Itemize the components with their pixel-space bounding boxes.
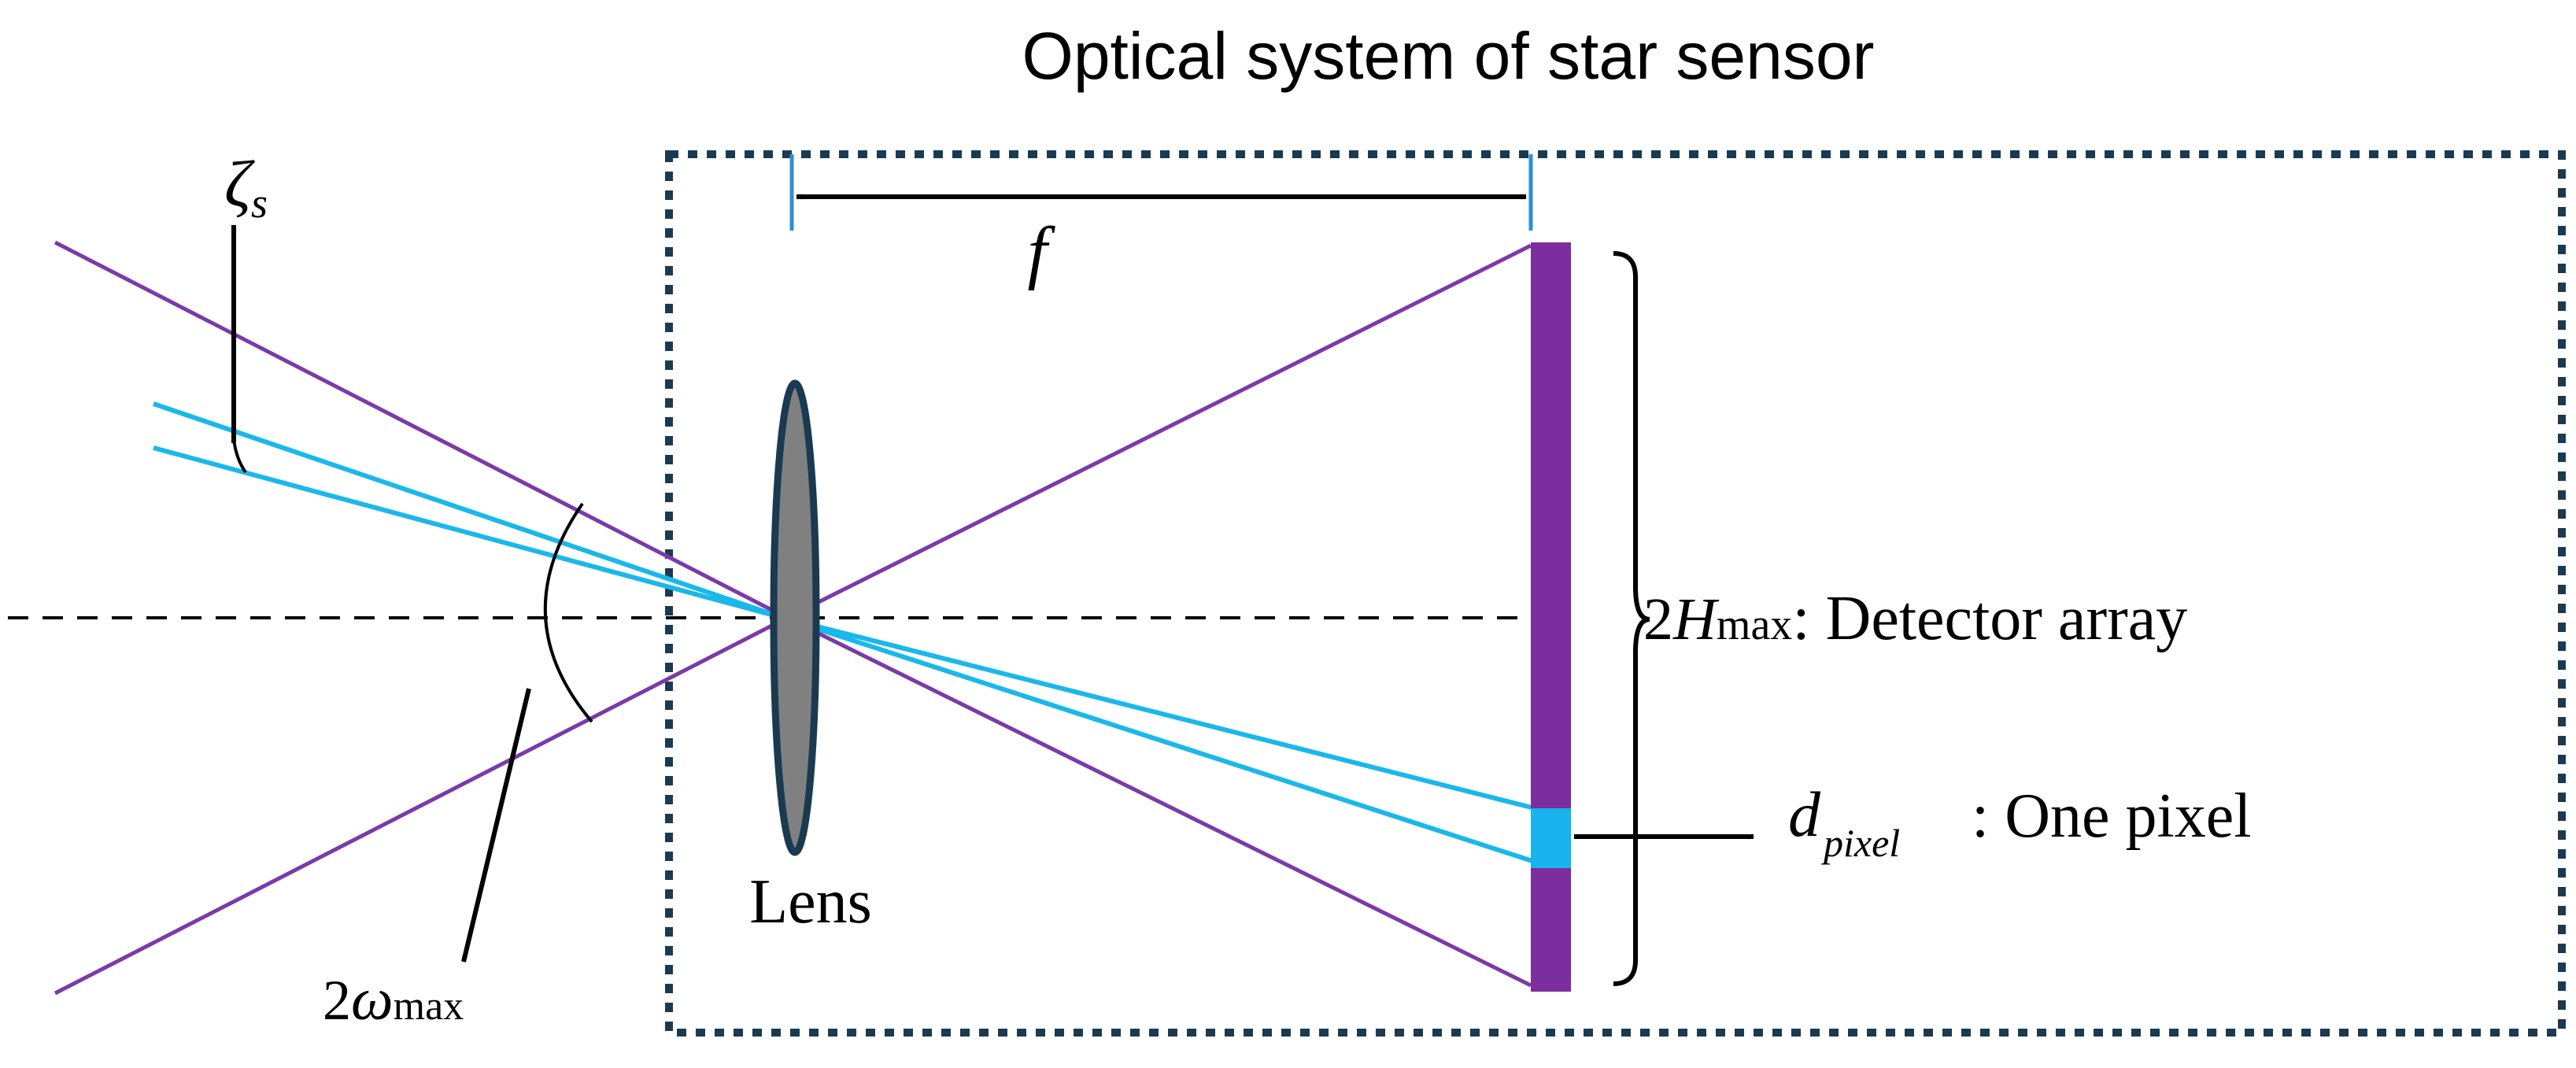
fov-ray-lower-right [785, 615, 1532, 988]
zeta-angle-arc [232, 438, 247, 474]
detector-array-label: : Detector array [1792, 584, 2187, 653]
star-ray-2-incident [153, 445, 784, 620]
pixel-size-var: d [1788, 778, 1821, 850]
detector-height-two: 2 [1643, 586, 1673, 652]
fov-angle-two: 2 [323, 969, 351, 1032]
fov-angle-label: 2ωmax [323, 966, 464, 1033]
star-rays [153, 401, 1536, 864]
detector-height-brace [1613, 251, 1650, 986]
fov-boundary-rays [54, 240, 1532, 996]
fov-ray-lower-left [54, 615, 789, 996]
one-pixel-label: : One pixel [1972, 782, 2251, 851]
fov-ray-upper-left [54, 240, 789, 620]
star-ray-1-refracted [782, 615, 1536, 811]
diagram-title: Optical system of star sensor [1022, 19, 1874, 93]
pixel-size-sub: pixel [1821, 821, 1900, 865]
lens-label: Lens [749, 867, 872, 937]
focal-length-label: f [1027, 213, 1055, 291]
optical-system-boundary [665, 150, 2566, 1037]
fov-ray-upper-right [785, 243, 1532, 620]
fov-angle-var: ω [351, 966, 394, 1033]
lens-element [770, 379, 820, 856]
fov-angle-arc [543, 502, 593, 723]
fov-angle-sub: max [394, 984, 464, 1029]
star-ray-1-incident [153, 401, 784, 620]
pixel-size-label: dpixel [1788, 778, 1900, 865]
zeta-symbol: ζ [224, 148, 255, 221]
fov-angle-pointer [461, 688, 531, 963]
zeta-label: ζs [224, 148, 268, 227]
star-ray-2-refracted [782, 615, 1536, 864]
detector-height-var: H [1672, 586, 1720, 652]
pixel-element [1531, 808, 1571, 868]
detector-height-sub: max [1717, 601, 1792, 649]
detector-array [1531, 242, 1571, 992]
zeta-sub: s [251, 179, 268, 227]
detector-height-label: 2Hmax: Detector array [1643, 584, 2187, 653]
